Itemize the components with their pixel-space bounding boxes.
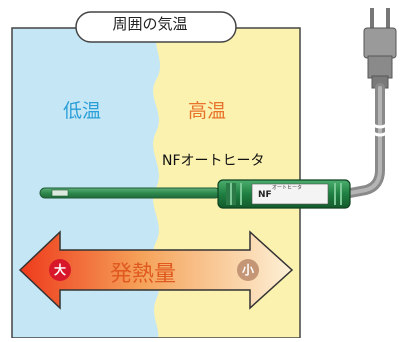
power-cord <box>345 83 385 198</box>
high-badge-text: 大 <box>53 263 66 277</box>
plug-icon <box>363 8 397 89</box>
sensor-tube <box>39 187 221 199</box>
heat-label: 発熱量 <box>110 262 177 287</box>
cord-break-mark <box>371 122 389 137</box>
hot-label: 高温 <box>188 100 227 122</box>
heater-label-plate <box>251 183 329 205</box>
nf-logo: NF <box>258 190 272 200</box>
low-badge-text: 小 <box>241 263 254 277</box>
cold-label: 低温 <box>63 100 102 122</box>
title-pill <box>75 11 237 43</box>
heater-body: NF <box>217 179 351 209</box>
high-badge <box>49 259 71 281</box>
device-label: NFオートヒータ <box>162 153 265 169</box>
low-badge <box>237 259 259 281</box>
title-label: 周囲の気温 <box>112 15 188 33</box>
heat-arrow <box>18 230 294 310</box>
heater-body-print: オートヒータ <box>272 185 303 191</box>
